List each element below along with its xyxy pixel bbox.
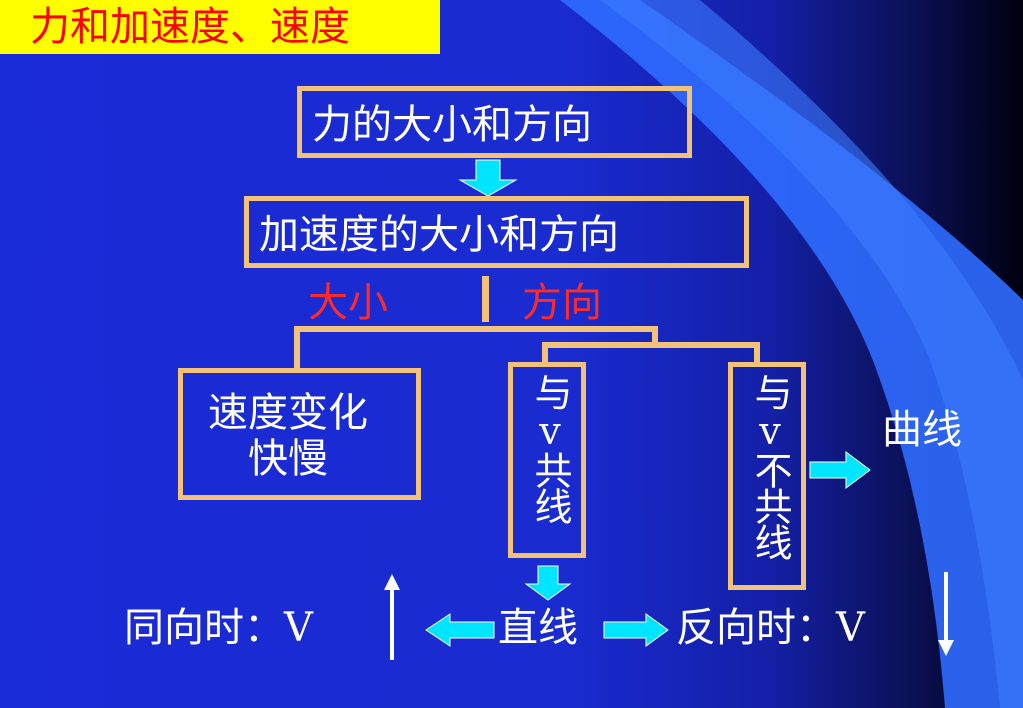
collinear-text: 与v共线 [528, 373, 572, 523]
not-collinear-box: 与v不共线 [728, 362, 806, 590]
speed-change-line1: 速度变化 [208, 390, 368, 436]
arrow-left-icon [425, 613, 495, 647]
opposite-direction-label: 反向时：V [676, 605, 865, 651]
force-text: 力的大小和方向 [312, 102, 592, 148]
connector-sub-left-v [542, 342, 548, 366]
direction-label: 方向 [522, 280, 602, 326]
straight-label: 直线 [498, 605, 578, 651]
speed-change-line2: 快慢 [248, 436, 328, 482]
connector-left-v [294, 326, 300, 370]
arrow-down-icon [524, 565, 572, 601]
connector-sub-right-v [754, 342, 760, 366]
not-collinear-text: 与v不共线 [748, 373, 792, 559]
force-box: 力的大小和方向 [297, 86, 692, 158]
speed-change-box: 速度变化 快慢 [178, 368, 421, 500]
acceleration-box: 加速度的大小和方向 [244, 196, 749, 268]
magnitude-label: 大小 [308, 280, 388, 326]
acceleration-text: 加速度的大小和方向 [259, 212, 619, 258]
arrow-right-icon [809, 451, 871, 489]
slide-title: 力和加速度、速度 [0, 0, 440, 54]
connector-right-v [652, 326, 658, 344]
collinear-box: 与v共线 [508, 362, 586, 558]
separator-bar [482, 276, 489, 322]
same-direction-label: 同向时：V [124, 605, 313, 651]
curve-label: 曲线 [882, 407, 962, 453]
arrow-right-icon [603, 613, 669, 647]
connector-sub-h [542, 342, 760, 348]
connector-main-h [294, 326, 658, 332]
